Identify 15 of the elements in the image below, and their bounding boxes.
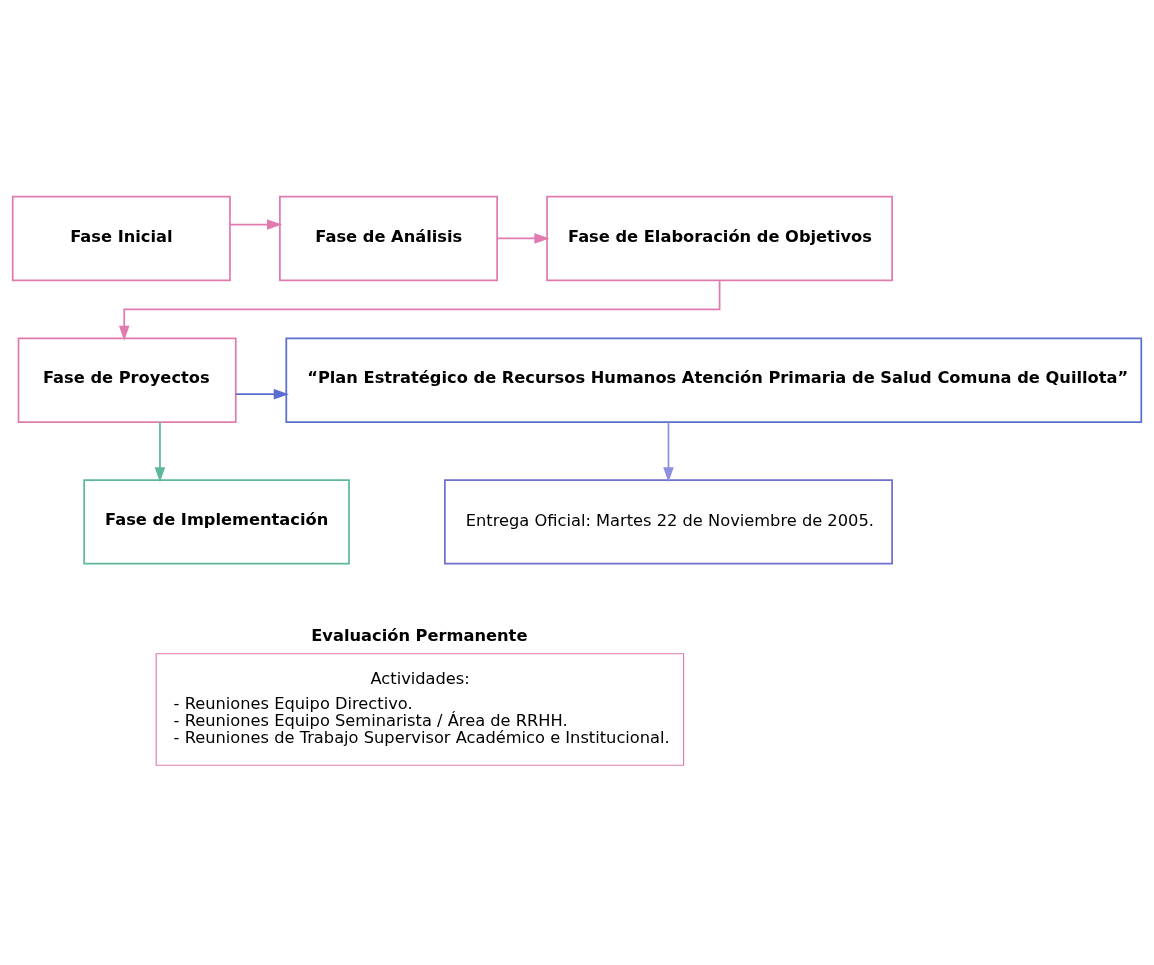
- arrow: [663, 420, 674, 482]
- node-box: Fase de Proyectos: [17, 337, 237, 423]
- node-box: Fase de Análisis: [279, 195, 498, 281]
- node-box: “Plan Estratégico de Recursos Humanos Atención Primaria de Salud Comuna de Quillota”: [285, 337, 1143, 423]
- arrow: [118, 279, 721, 341]
- node-box: Fase de Implementación: [83, 478, 350, 565]
- node-box: Fase Inicial: [11, 195, 231, 281]
- arrow: [496, 232, 550, 244]
- arrow: [229, 218, 283, 230]
- node-box: Actividades: - Reuniones Equipo Directivo. - Reuniones Equipo Seminarista / Área de RRHH. - Reuniones de Trabajo Supervisor Académico e Institucional.: [155, 652, 685, 766]
- arrow: [154, 420, 166, 482]
- node-box: Fase de Elaboración de Objetivos: [546, 195, 893, 281]
- node-box: Entrega Oficial: Martes 22 de Noviembre de 2005.: [444, 478, 893, 565]
- node-label: Evaluación Permanente: [311, 625, 528, 645]
- arrow: [234, 388, 289, 399]
